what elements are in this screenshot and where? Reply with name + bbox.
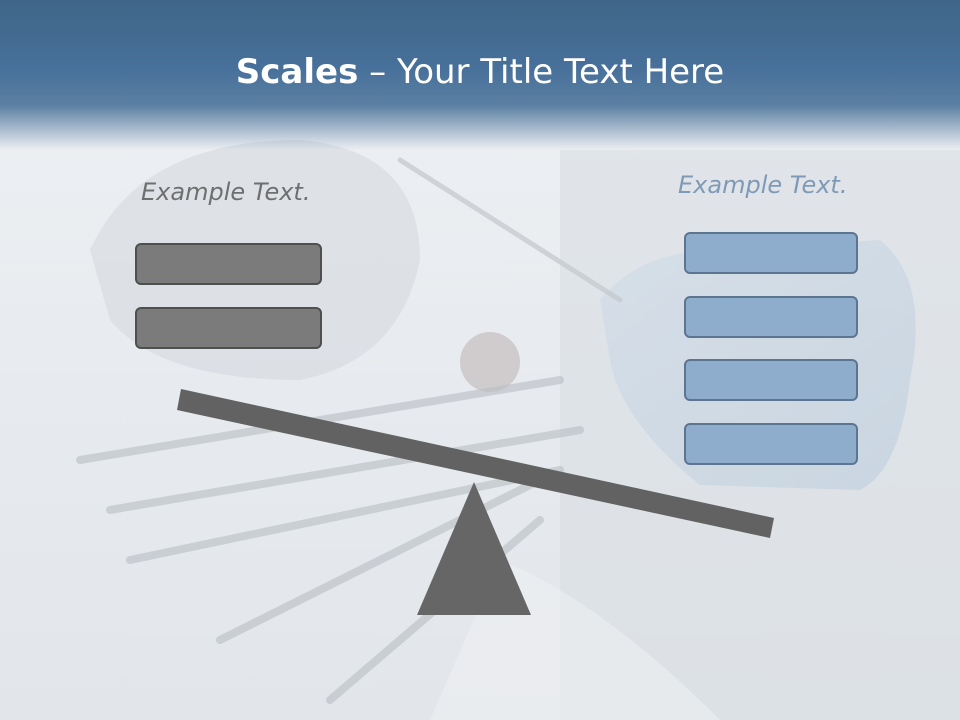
left-text-box-2[interactable]: [135, 307, 322, 349]
right-text-box-2[interactable]: [684, 296, 858, 338]
left-text-box-1[interactable]: [135, 243, 322, 285]
scale-beam: [177, 389, 774, 538]
right-text-box-3[interactable]: [684, 359, 858, 401]
scale-fulcrum: [417, 482, 531, 615]
right-text-box-4[interactable]: [684, 423, 858, 465]
title-bar: [0, 0, 960, 150]
left-caption: Example Text.: [141, 178, 311, 206]
title-bold: Scales: [235, 52, 359, 92]
title-rest: – Your Title Text Here: [358, 52, 725, 92]
right-text-box-1[interactable]: [684, 232, 858, 274]
right-caption: Example Text.: [678, 171, 848, 199]
slide-title: Scales – Your Title Text Here: [0, 52, 960, 92]
